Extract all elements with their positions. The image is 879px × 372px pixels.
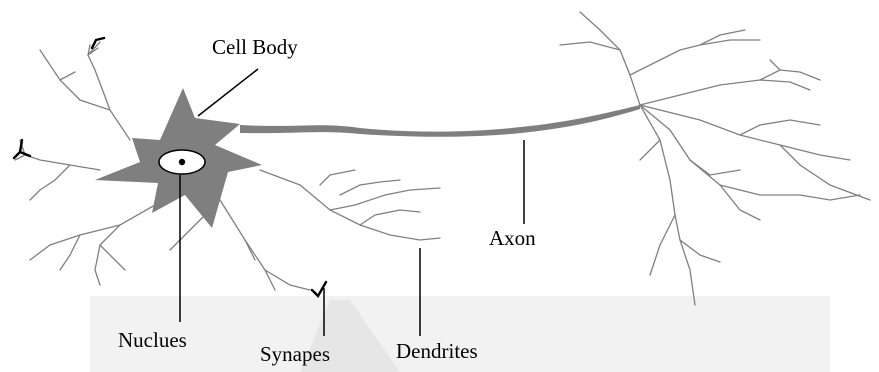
- leader-lines: [180, 69, 524, 336]
- leader-cell-body: [198, 69, 258, 116]
- synapse-mark-top: [92, 38, 104, 48]
- synapse-mark-left: [14, 140, 30, 158]
- label-cell-body: Cell Body: [212, 35, 298, 59]
- label-synapes: Synapes: [260, 342, 330, 366]
- label-axon: Axon: [489, 226, 536, 250]
- label-nuclues: Nuclues: [118, 328, 187, 352]
- nucleus: [159, 150, 205, 174]
- label-dendrites: Dendrites: [396, 339, 478, 363]
- axon: [240, 105, 640, 137]
- axon-terminals: [560, 12, 870, 305]
